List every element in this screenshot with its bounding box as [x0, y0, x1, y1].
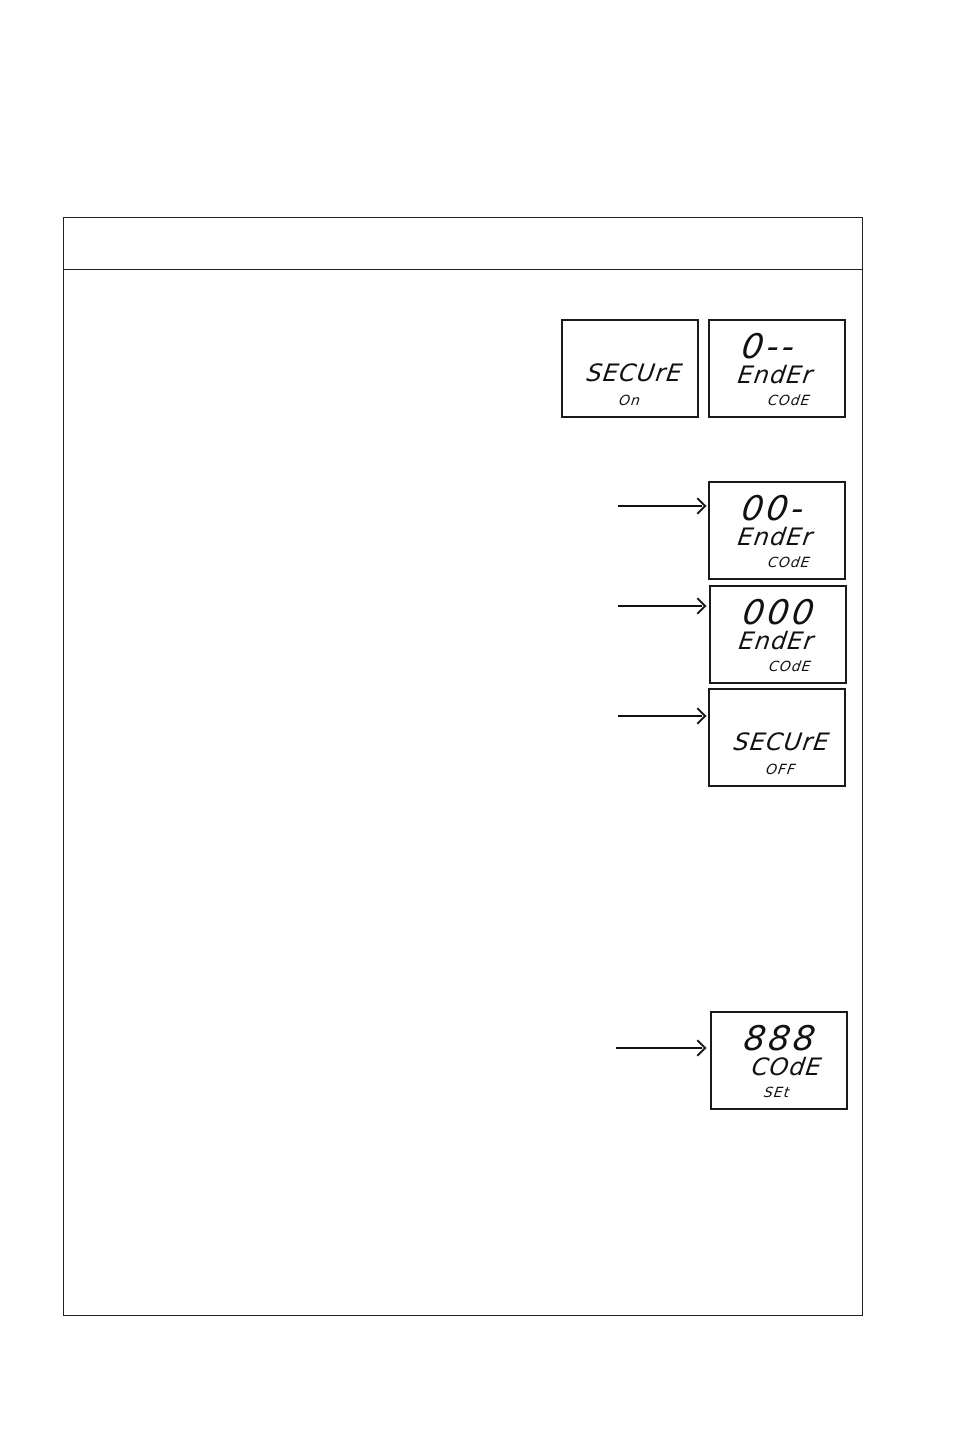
lcd-display-enter-code-3: 000 EndEr COdE — [709, 585, 847, 684]
arrow-icon — [618, 505, 702, 507]
lcd-sub-text: SEt — [762, 1085, 792, 1101]
lcd-main-text: COdE — [750, 1053, 825, 1081]
lcd-main-text: EndEr — [736, 523, 816, 551]
header-divider — [63, 269, 863, 270]
lcd-sub-text: COdE — [766, 555, 812, 571]
lcd-display-secure-on: SECUrE On — [561, 319, 699, 418]
lcd-sub-text: On — [617, 393, 643, 409]
lcd-main-text: EndEr — [736, 361, 816, 389]
lcd-display-enter-code-2: 00- EndEr COdE — [708, 481, 846, 580]
arrow-icon — [618, 605, 702, 607]
lcd-display-code-set: 888 COdE SEt — [710, 1011, 848, 1110]
arrow-icon — [616, 1047, 702, 1049]
lcd-main-text: SECUrE — [585, 359, 685, 387]
lcd-main-text: SECUrE — [732, 728, 832, 756]
lcd-sub-text: COdE — [767, 659, 813, 675]
lcd-sub-text: OFF — [764, 762, 798, 778]
lcd-display-enter-code-1: 0-- EndEr COdE — [708, 319, 846, 418]
arrow-icon — [618, 715, 702, 717]
lcd-sub-text: COdE — [766, 393, 812, 409]
content-frame — [63, 217, 863, 1316]
lcd-main-text: EndEr — [737, 627, 817, 655]
lcd-display-secure-off: SECUrE OFF — [708, 688, 846, 787]
